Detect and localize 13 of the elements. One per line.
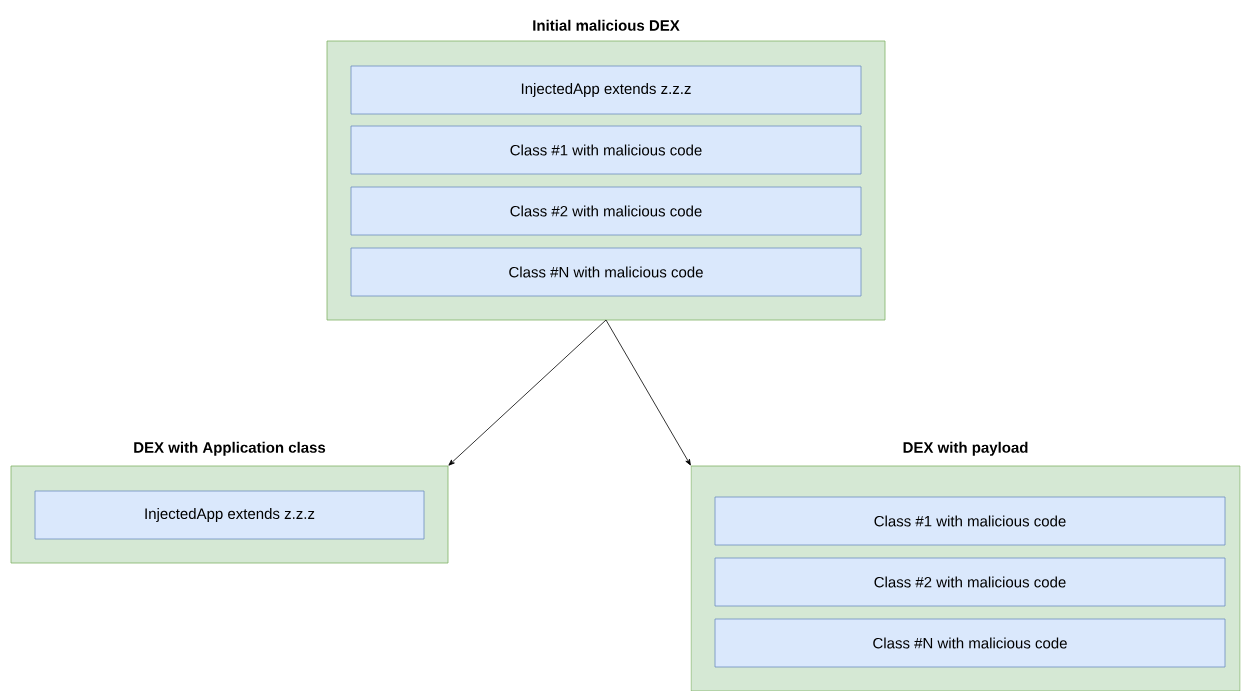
node-label: Initial malicious DEX [533, 19, 680, 31]
node-label: DEX with payload [903, 441, 1028, 456]
class-box: InjectedApp extends z.z.z [350, 65, 862, 115]
class-box: Class #1 with malicious code [350, 125, 862, 175]
class-box: Class #2 with malicious code [350, 186, 862, 236]
class-box: Class #N with malicious code [714, 618, 1226, 668]
class-box: Class #2 with malicious code [714, 557, 1226, 607]
arrow [448, 319, 607, 466]
node-label: DEX with Application class [134, 441, 326, 456]
class-box: Class #1 with malicious code [714, 496, 1226, 546]
arrow [605, 319, 691, 466]
class-box: Class #N with malicious code [350, 247, 862, 297]
class-box: InjectedApp extends z.z.z [34, 490, 425, 540]
